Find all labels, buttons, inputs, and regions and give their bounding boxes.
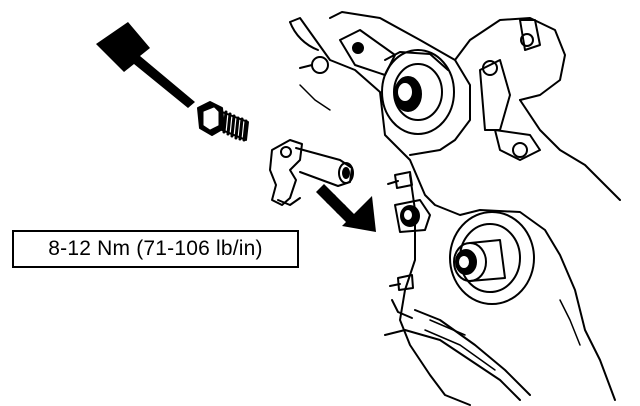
mounting-bolt [197, 101, 249, 142]
sensor-mount-boss [394, 199, 431, 233]
dashed-arrow-icon [316, 184, 376, 232]
sensor-part [269, 139, 354, 206]
housing-detail-lines [299, 84, 581, 371]
solid-arrow-icon [96, 22, 195, 108]
lower-crank-pulley [449, 211, 535, 305]
torque-spec-callout: 8-12 Nm (71-106 lb/in) [12, 230, 299, 268]
torque-spec-label: 8-12 Nm (71-106 lb/in) [48, 237, 263, 260]
upper-idler-pulley [381, 49, 455, 135]
engine-housing [289, 11, 621, 406]
mounting-studs [387, 171, 414, 291]
upper-bracket [299, 19, 541, 161]
